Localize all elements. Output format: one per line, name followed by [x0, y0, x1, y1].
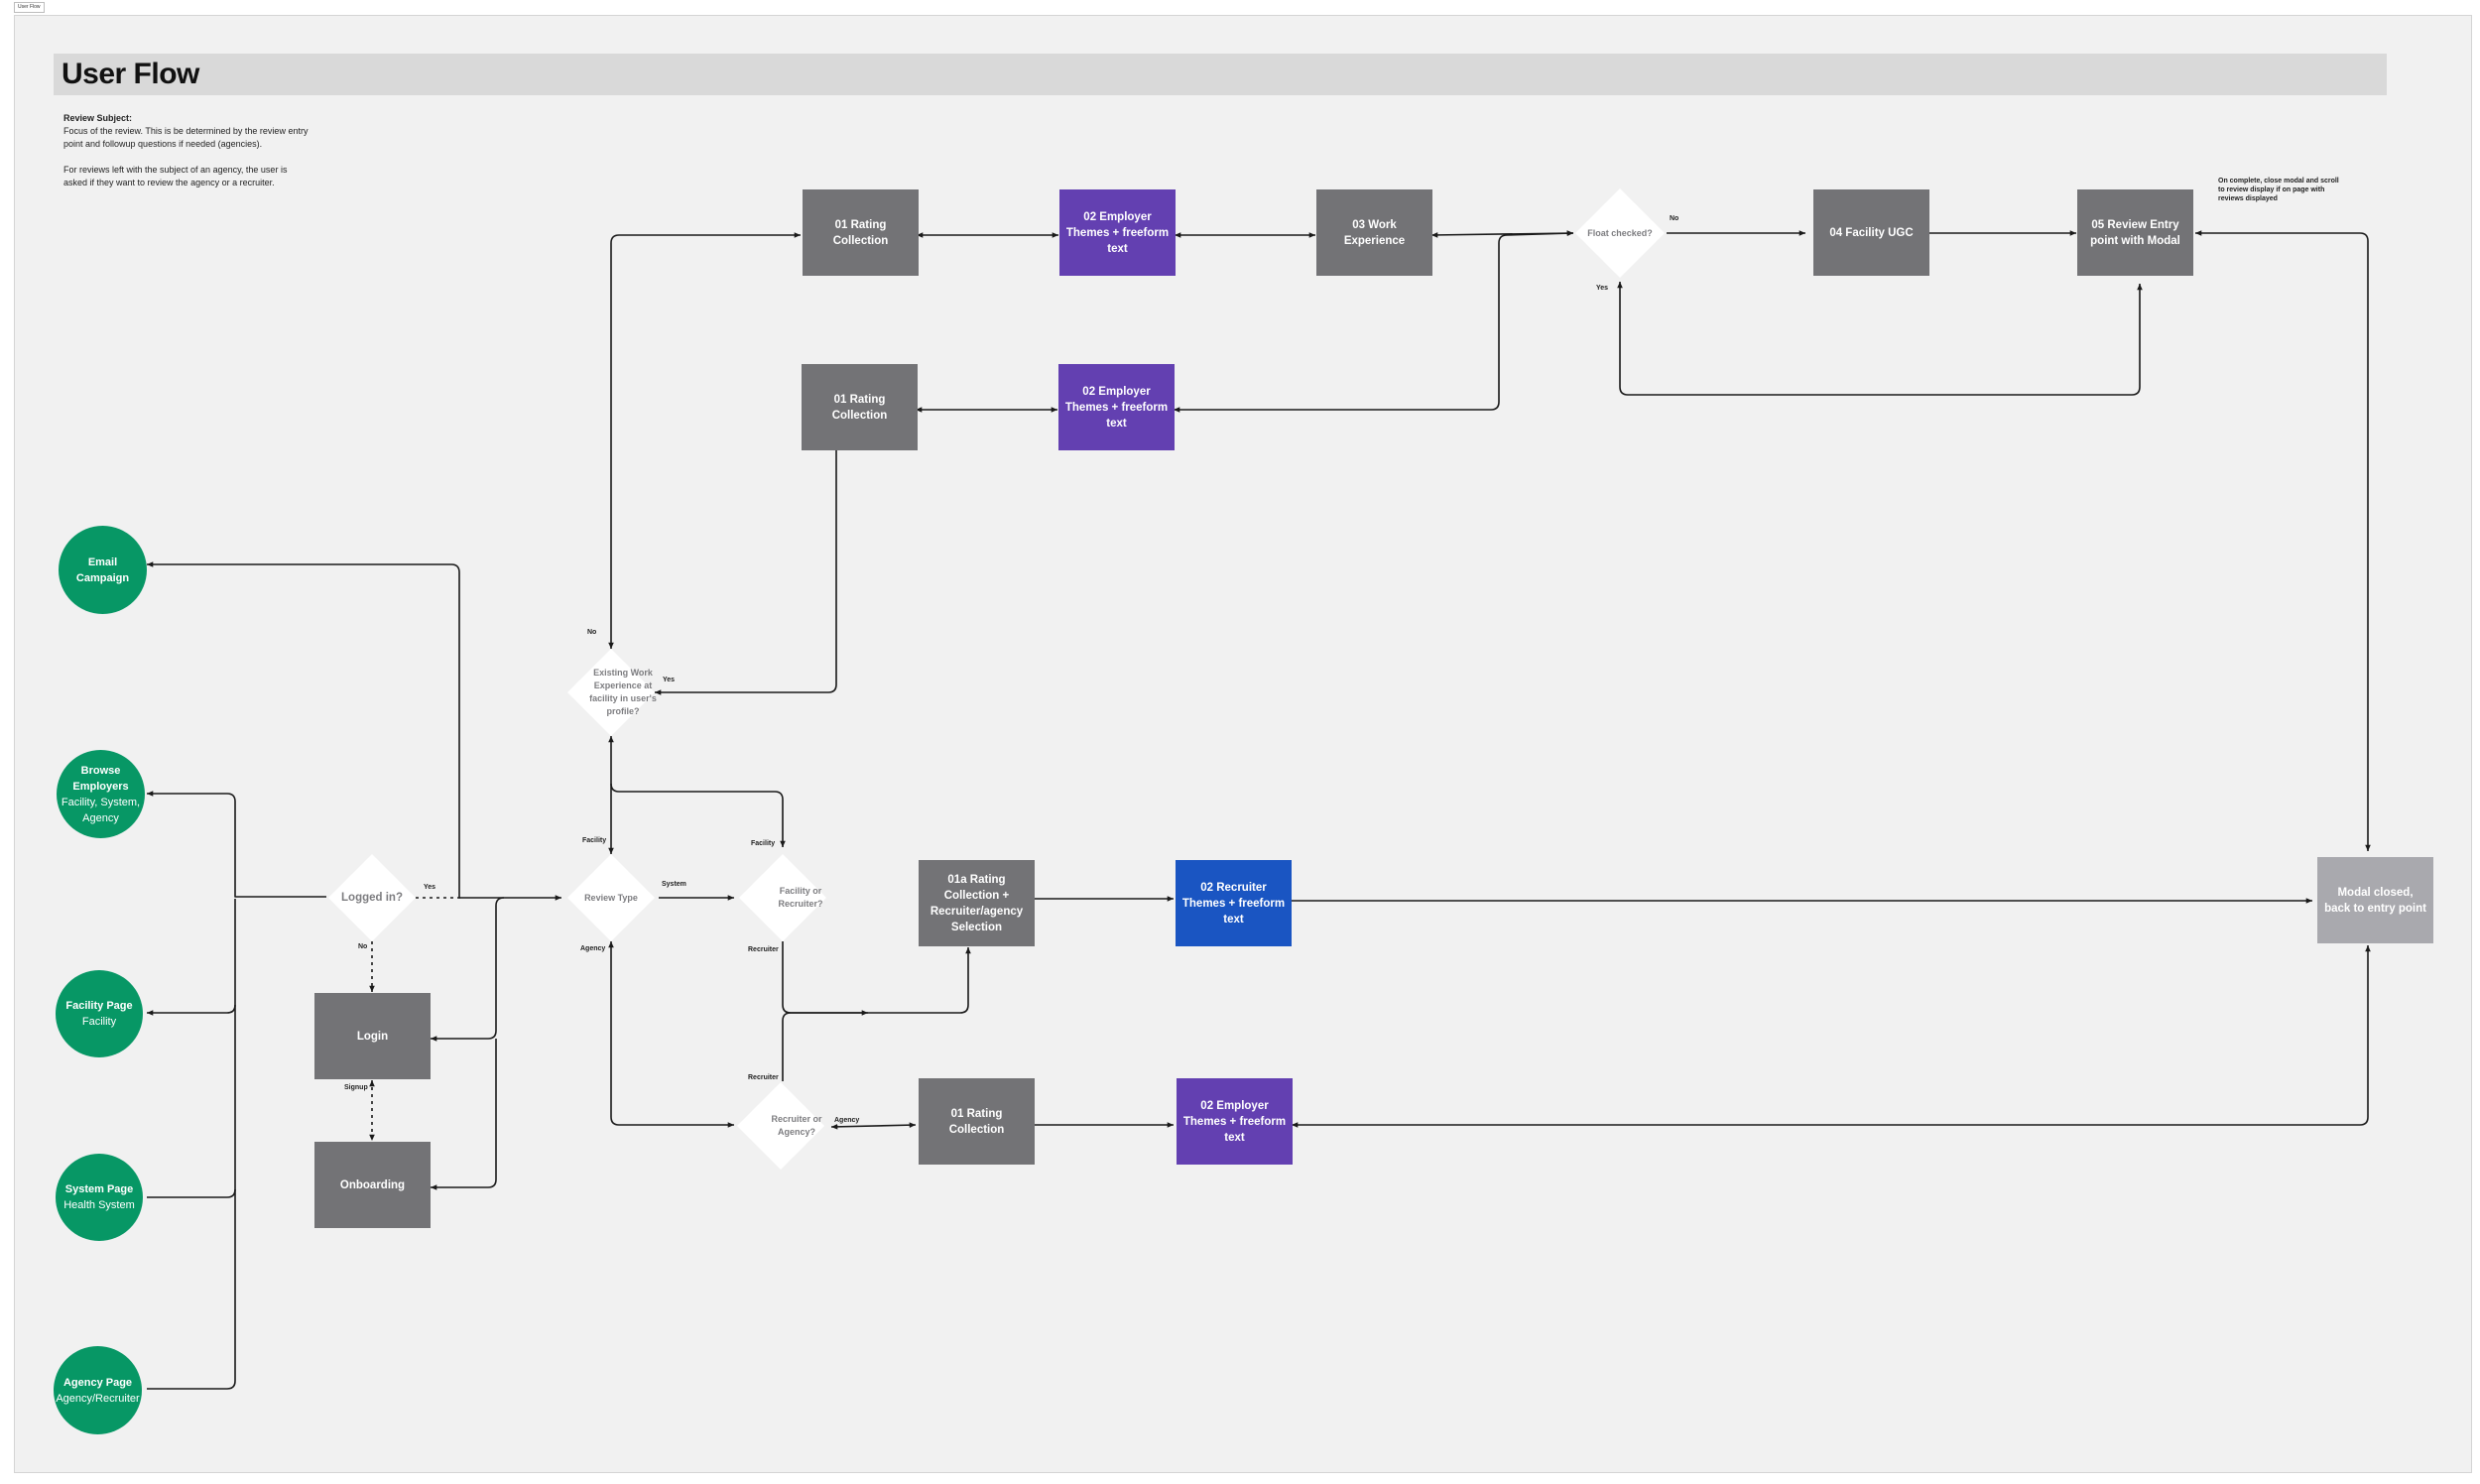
- rating-recruiter-selection-step[interactable]: 01a Rating Collection + Recruiter/agency…: [919, 860, 1035, 946]
- edge-review-type-agency: [608, 941, 734, 1128]
- rating-collection-mid-step[interactable]: 01 Rating Collection: [802, 364, 918, 450]
- system-page-title: System Page: [64, 1183, 134, 1195]
- edge-review-entry-to-modal-closed: [2195, 230, 2371, 851]
- recruiter-themes-step[interactable]: 02 Recruiter Themes + freeform text: [1176, 860, 1292, 946]
- agency-page-entry[interactable]: Agency Page Agency/Recruiter: [54, 1346, 142, 1434]
- edge-label-system: System: [662, 881, 686, 888]
- edge-themes-mid-to-float: [1174, 230, 1574, 413]
- facility-or-recruiter-label: Facility or Recruiter?: [778, 886, 823, 909]
- edge-label-recruiter-down: Recruiter: [748, 946, 779, 953]
- on-complete-note: On complete, close modal and scroll to r…: [2218, 178, 2339, 202]
- facility-ugc-step[interactable]: 04 Facility UGC: [1813, 189, 1929, 276]
- edge-facility-or-recruiter-recruiter: [782, 941, 971, 1014]
- edge-float-yes: [1617, 282, 2143, 396]
- email-campaign-title: Email Campaign: [75, 556, 130, 584]
- facility-page-subtitle: Facility: [81, 1016, 117, 1028]
- employer-themes-agency-step[interactable]: 02 Employer Themes + freeform text: [1177, 1078, 1293, 1165]
- edge-recruiter-or-agency-recruiter: [782, 1010, 868, 1081]
- facility-or-recruiter-decision[interactable]: Facility or Recruiter?: [739, 854, 826, 941]
- review-type-decision[interactable]: Review Type: [567, 854, 655, 941]
- page-title: User Flow: [62, 58, 199, 90]
- facility-page-title: Facility Page: [65, 1000, 133, 1012]
- recruiter-or-agency-label: Recruiter or Agency?: [771, 1114, 822, 1137]
- edge-email-to-review-type: [147, 561, 561, 901]
- edge-label-agency-down: Agency: [580, 945, 606, 952]
- browse-employers-subtitle: Facility, System, Agency: [61, 796, 141, 824]
- edge-recruiter-or-agency-agency: [830, 1122, 917, 1130]
- edge-themes-agency-to-modal-closed: [1292, 945, 2371, 1128]
- edge-label-recruiter-up: Recruiter: [748, 1074, 779, 1081]
- rating-collection-agency-step[interactable]: 01 Rating Collection: [919, 1078, 1035, 1165]
- employer-themes-top-step[interactable]: 02 Employer Themes + freeform text: [1059, 189, 1176, 276]
- system-page-entry[interactable]: System Page Health System: [56, 1154, 143, 1241]
- review-entry-point-step[interactable]: 05 Review Entry point with Modal: [2077, 189, 2193, 276]
- review-note-title: Review Subject:: [63, 113, 133, 123]
- system-page-subtitle: Health System: [63, 1199, 135, 1211]
- rating-collection-top-step[interactable]: 01 Rating Collection: [803, 189, 919, 276]
- email-campaign-entry[interactable]: Email Campaign: [59, 526, 147, 614]
- edge-label-yes-float: Yes: [1596, 285, 1609, 292]
- edge-label-no-float: No: [1670, 215, 1679, 222]
- edge-label-no-existing: No: [587, 629, 597, 636]
- logged-in-label: Logged in?: [341, 891, 403, 904]
- edge-label-signup: Signup: [344, 1084, 368, 1091]
- existing-work-label: Existing Work Experience at facility in …: [589, 668, 657, 716]
- edge-label-yes-logged: Yes: [424, 884, 436, 891]
- review-subject-note: Review Subject: Focus of the review. Thi…: [63, 112, 311, 202]
- employer-themes-mid-step[interactable]: 02 Employer Themes + freeform text: [1058, 364, 1175, 450]
- review-note-paragraph-1: Focus of the review. This is be determin…: [63, 126, 309, 149]
- edge-system-to-trunk: [147, 1005, 236, 1198]
- existing-work-decision[interactable]: Existing Work Experience at facility in …: [567, 649, 657, 736]
- edge-existing-no: [608, 232, 801, 649]
- edge-agency-to-trunk: [147, 1189, 236, 1390]
- edge-facility-to-trunk: [147, 899, 236, 1016]
- recruiter-or-agency-decision[interactable]: Recruiter or Agency?: [737, 1082, 824, 1170]
- title-bar: [54, 54, 2387, 95]
- edge-login-to-review-type: [431, 897, 505, 1042]
- browse-employers-title: Browse Employers: [72, 764, 129, 793]
- work-experience-step[interactable]: 03 Work Experience: [1316, 189, 1432, 276]
- browse-employers-entry[interactable]: Browse Employers Facility, System, Agenc…: [57, 750, 145, 838]
- edge-label-no-logged: No: [358, 943, 368, 950]
- review-note-paragraph-2: For reviews left with the subject of an …: [63, 165, 288, 187]
- edge-browse-to-trunk: [147, 791, 326, 898]
- agency-page-subtitle: Agency/Recruiter: [56, 1392, 140, 1405]
- float-checked-label: Float checked?: [1587, 227, 1653, 238]
- review-type-label: Review Type: [584, 892, 638, 903]
- edge-review-type-to-facility-or-recruiter: [610, 783, 786, 847]
- edge-onboarding-to-review-type: [431, 1039, 497, 1190]
- edge-label-facility-right: Facility: [751, 840, 776, 847]
- frame-tag[interactable]: User Flow: [14, 2, 45, 13]
- facility-page-entry[interactable]: Facility Page Facility: [56, 970, 143, 1057]
- edge-label-agency-right: Agency: [834, 1117, 860, 1124]
- onboarding-step[interactable]: Onboarding: [314, 1142, 431, 1228]
- logged-in-decision[interactable]: Logged in?: [328, 854, 416, 941]
- edge-label-yes-existing: Yes: [663, 677, 676, 683]
- agency-page-title: Agency Page: [62, 1376, 133, 1389]
- float-checked-decision[interactable]: Float checked?: [1575, 188, 1665, 278]
- edge-existing-yes: [655, 450, 837, 695]
- modal-closed-end[interactable]: Modal closed, back to entry point: [2317, 857, 2433, 943]
- edge-label-facility-up: Facility: [582, 837, 607, 844]
- login-step[interactable]: Login: [314, 993, 431, 1079]
